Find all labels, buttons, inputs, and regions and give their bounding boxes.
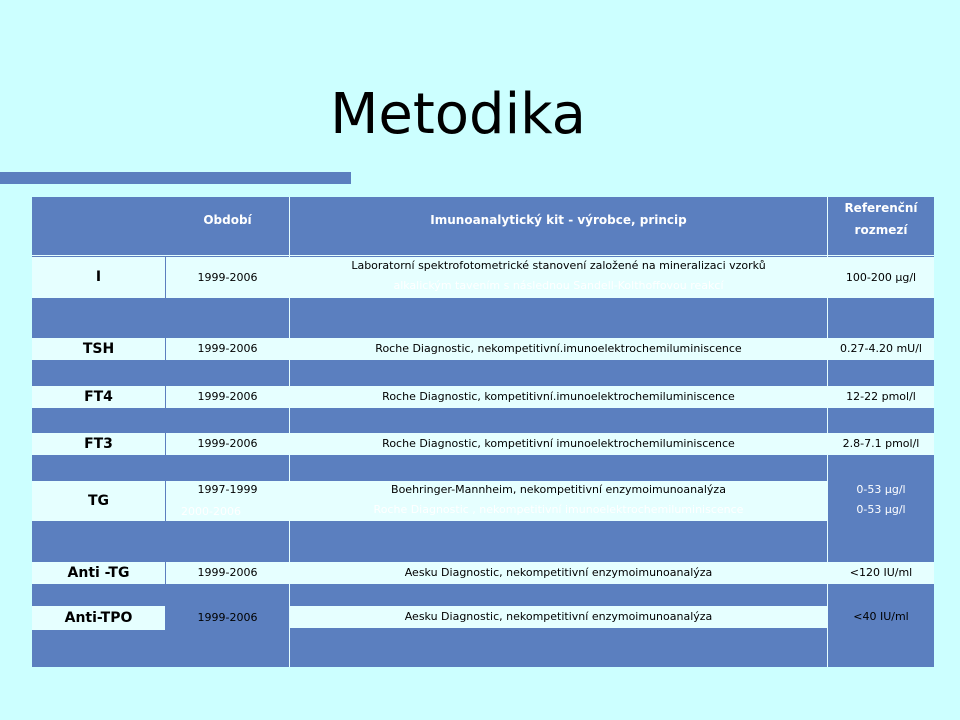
column-divider [289,197,290,667]
row-tsh-reference: 0.27-4.20 mU/l [828,338,934,360]
header-kit: Imunoanalytický kit - výrobce, princip [430,213,687,227]
row-tg-period-line2: 2000-2006 [181,505,241,518]
row-tg-kit: Boehringer-Mannheim, nekompetitivní enzy… [290,481,827,521]
row-i-kit-line2: alkalickým tavením s následnou Sandell-K… [393,279,724,292]
row-i-kit: Laboratorní spektrofotometrické stanoven… [290,257,827,298]
row-anti-tpo-period: 1999-2006 [197,611,258,624]
row-i-period: 1999-2006 [166,257,289,298]
row-ft3-parameter: FT3 [32,433,165,455]
row-tsh-parameter: TSH [32,338,165,360]
row-tg-reference-line2: 0-53 µg/l [856,503,906,516]
row-ft4-kit: Roche Diagnostic, kompetitivní.imunoelek… [290,386,827,408]
row-anti-tpo-parameter: Anti-TPO [32,606,165,630]
row-i-parameter: I [32,257,165,298]
row-tg-kit-line2: Roche Diagnostic , nekompetitivní imunoe… [373,503,744,516]
row-ft4-parameter: FT4 [32,386,165,408]
row-ft3-period: 1999-2006 [166,433,289,455]
header-reference-line2: rozmezí [854,223,908,237]
row-anti-tpo-kit: Aesku Diagnostic, nekompetitivní enzymoi… [290,606,827,628]
slide-title: Metodika [330,82,586,147]
row-tg-period-line1: 1997-1999 [197,483,258,496]
row-anti-tg-period: 1999-2006 [166,562,289,584]
header-divider [32,255,934,256]
methods-table: Období Imunoanalytický kit - výrobce, pr… [32,197,934,667]
row-anti-tg-kit: Aesku Diagnostic, nekompetitivní enzymoi… [290,562,827,584]
header-reference-line1: Referenční [844,201,918,215]
title-underline-bar [0,172,351,184]
row-ft4-period: 1999-2006 [166,386,289,408]
row-anti-tpo-reference: <40 IU/ml [853,610,909,623]
row-tg-reference: 0-53 µg/l 0-53 µg/l [828,481,934,521]
column-divider [827,197,828,667]
row-tsh-kit: Roche Diagnostic, nekompetitivní.imunoel… [290,338,827,360]
row-i-reference: 100-200 µg/l [828,257,934,298]
row-ft4-reference: 12-22 pmol/l [828,386,934,408]
row-anti-tg-reference: <120 IU/ml [828,562,934,584]
row-tg-period: 1997-1999 [166,481,289,521]
row-i-kit-line1: Laboratorní spektrofotometrické stanoven… [351,259,766,272]
row-ft3-reference: 2.8-7.1 pmol/l [828,433,934,455]
row-anti-tg-parameter: Anti -TG [32,562,165,584]
row-tg-reference-line1: 0-53 µg/l [856,483,906,496]
row-tg-kit-line1: Boehringer-Mannheim, nekompetitivní enzy… [391,483,726,496]
header-period: Období [203,213,252,227]
row-ft3-kit: Roche Diagnostic, kompetitivní imunoelek… [290,433,827,455]
row-tg-parameter: TG [32,481,165,521]
row-tsh-period: 1999-2006 [166,338,289,360]
